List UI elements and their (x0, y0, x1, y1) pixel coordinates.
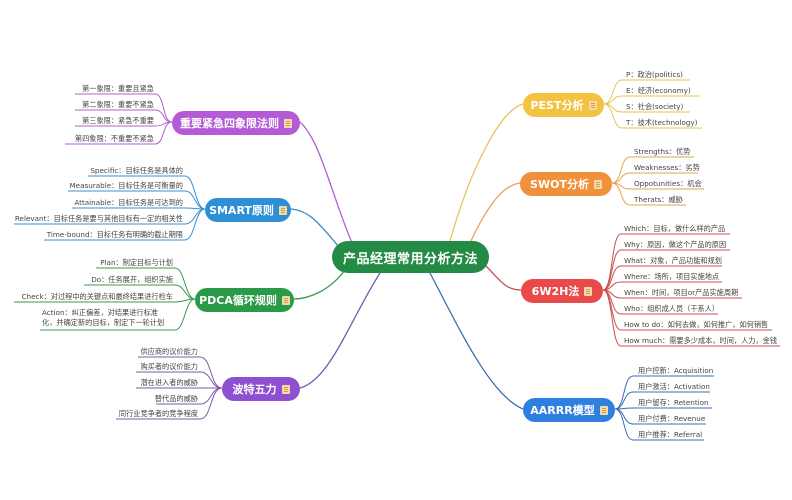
note-icon[interactable] (284, 118, 292, 128)
leaf-topic[interactable]: Weaknesses：劣势 (634, 163, 700, 172)
leaf-topic[interactable]: Where：场所，项目实施地点 (624, 272, 720, 281)
branch-label: 6W2H法 (531, 285, 580, 298)
branch-porter-five-forces[interactable]: 波特五力 (222, 377, 300, 401)
leaf-topic[interactable]: P：政治(politics) (626, 70, 683, 79)
leaf-topic[interactable]: 用户激活：Activation (638, 382, 710, 391)
leaf-topic[interactable]: Plan：制定目标与计划 (100, 258, 173, 267)
leaf-topic[interactable]: When：时间，项目or产品实施周期 (624, 288, 739, 297)
branch-label: PDCA循环规则 (199, 294, 277, 307)
leaf-topic[interactable]: 第四象限：不重要不紧急 (74, 134, 154, 143)
leaf-topic[interactable]: Do：任务展开，组织实施 (91, 275, 173, 284)
leaf-topic[interactable]: 供应商的议价能力 (140, 347, 198, 356)
branch-label: SWOT分析 (530, 178, 589, 191)
leaf-topic[interactable]: Measurable：目标任务是可衡量的 (69, 181, 183, 190)
leaf-topic[interactable]: How much：需要多少成本，时间，人力，金钱 (624, 336, 778, 345)
note-icon[interactable] (588, 100, 597, 110)
branch-label: 波特五力 (232, 383, 277, 396)
branch-label: SMART原则 (209, 204, 274, 217)
leaf-topic[interactable]: 潜在进入者的威胁 (140, 378, 198, 387)
branch-pdca[interactable]: PDCA循环规则 (195, 288, 294, 312)
leaf-topic[interactable]: Therats：威胁 (634, 195, 683, 204)
leaf-topic[interactable]: Action：纠正偏差，对结果进行标准化，并确定新的目标，制定下一轮计划 (42, 308, 165, 327)
leaf-topic[interactable]: Time-bound：目标任务有明确的截止期限 (46, 230, 183, 239)
leaf-topic[interactable]: 用户推荐：Referral (638, 430, 703, 439)
leaf-topic[interactable]: Relevant：目标任务是要与其他目标有一定的相关性 (14, 214, 183, 223)
leaf-topic[interactable]: 用户付费：Revenue (638, 414, 706, 423)
note-icon[interactable] (584, 286, 593, 296)
leaf-topic[interactable]: E：经济(economy) (626, 86, 691, 95)
branch-swot[interactable]: SWOT分析 (520, 172, 612, 196)
leaf-topic[interactable]: 替代品的威胁 (154, 394, 198, 403)
branch-aarrr[interactable]: AARRR模型 (523, 398, 615, 422)
leaf-topic[interactable]: Check：对过程中的关键点和最终结果进行检车 (21, 292, 174, 301)
leaf-topic[interactable]: Specific：目标任务是具体的 (90, 166, 183, 175)
leaf-topic[interactable]: 购买者的议价能力 (140, 362, 198, 371)
leaf-topic[interactable]: 第三象限：紧急不重要 (82, 116, 154, 125)
leaf-topic[interactable]: T：技术(technology) (626, 118, 698, 127)
leaf-topic[interactable]: 第一象限：重要且紧急 (82, 84, 154, 93)
leaf-topic[interactable]: Strengths：优势 (634, 147, 691, 156)
branch-eisenhower-matrix[interactable]: 重要紧急四象限法则 (172, 111, 300, 135)
note-icon[interactable] (281, 295, 290, 305)
leaf-topic[interactable]: Attainable：目标任务是可达到的 (74, 198, 183, 207)
note-icon[interactable] (281, 384, 290, 394)
branch-pest[interactable]: PEST分析 (523, 93, 604, 117)
branch-label: PEST分析 (530, 99, 584, 112)
leaf-topic[interactable]: 用户留存：Retention (638, 398, 709, 407)
leaf-topic[interactable]: How to do：如何去做，如何推广，如何销售 (624, 320, 769, 329)
branch-smart[interactable]: SMART原则 (205, 198, 291, 222)
root-topic[interactable]: 产品经理常用分析方法 (332, 241, 489, 273)
leaf-topic[interactable]: Who：组织成人员（干系人） (624, 304, 720, 313)
leaf-topic[interactable]: 第二象限：重要不紧急 (82, 100, 154, 109)
branch-label: AARRR模型 (530, 404, 595, 417)
note-icon[interactable] (593, 179, 602, 189)
leaf-topic[interactable]: Which：目标，做什么样的产品 (624, 224, 726, 233)
branch-6w2h[interactable]: 6W2H法 (521, 279, 603, 303)
leaf-topic[interactable]: What：对象，产品功能和规划 (624, 256, 722, 265)
leaf-topic[interactable]: S：社会(society) (626, 102, 684, 111)
leaf-topic[interactable]: 用户控新：Acquisition (638, 366, 714, 375)
note-icon[interactable] (278, 205, 287, 215)
leaf-topic[interactable]: Oppotunities：机会 (634, 179, 702, 188)
branch-label: 重要紧急四象限法则 (180, 117, 279, 130)
note-icon[interactable] (599, 405, 608, 415)
leaf-topic[interactable]: Why：原因，做这个产品的原因 (624, 240, 727, 249)
leaf-topic[interactable]: 同行业竞争者的竞争程度 (118, 409, 198, 418)
root-topic-label: 产品经理常用分析方法 (342, 251, 478, 267)
